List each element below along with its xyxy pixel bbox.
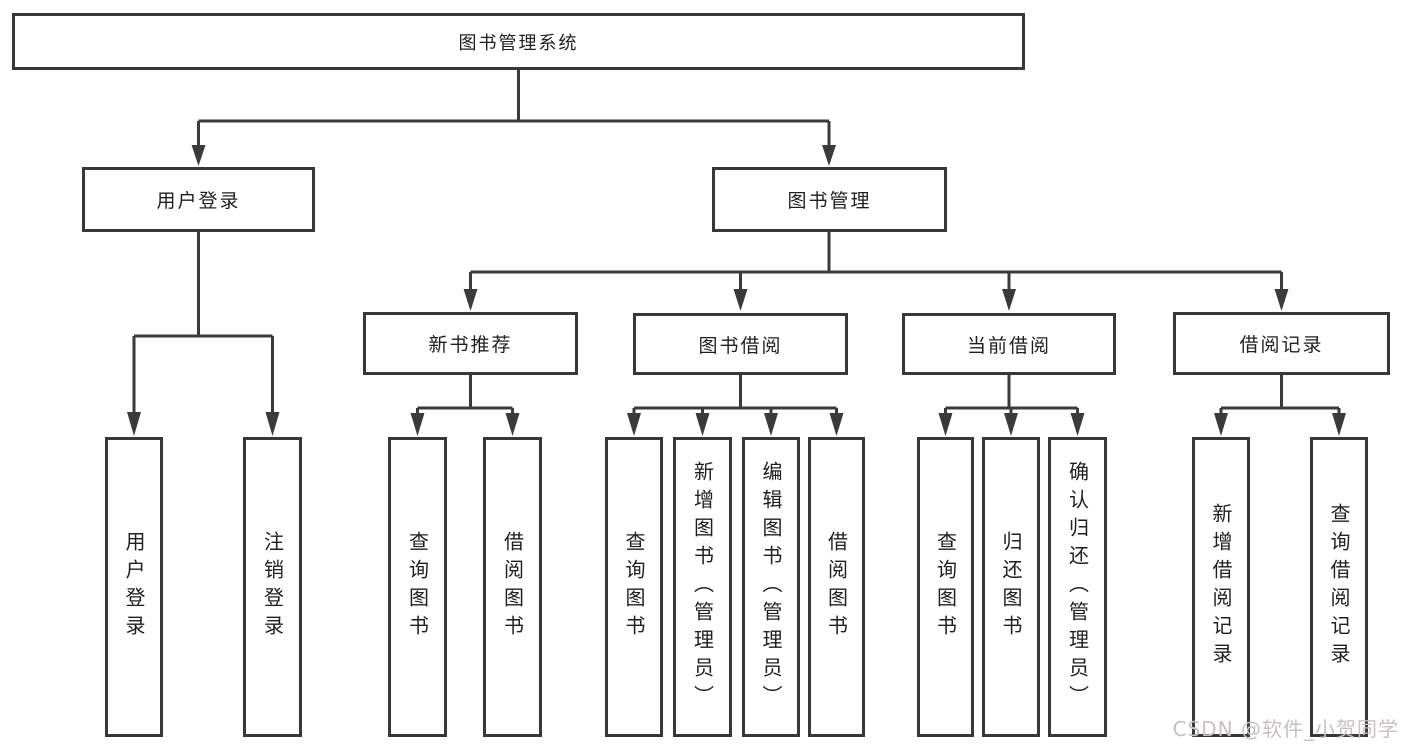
leaf-add-borrow-record: 新增借阅记录 <box>1192 437 1250 737</box>
connector-user-login-to-leaves <box>127 232 280 436</box>
connector-current-to-leaves <box>938 375 1085 436</box>
connector-records-to-leaves <box>1214 375 1346 436</box>
leaf-query-books-new: 查询图书 <box>388 437 447 737</box>
leaf-query-books-borrowing: 查询图书 <box>605 437 663 737</box>
node-borrowing-records: 借阅记录 <box>1173 312 1390 375</box>
node-current-borrowing: 当前借阅 <box>902 313 1116 375</box>
node-user-login: 用户登录 <box>82 167 315 232</box>
leaf-borrow-books-new: 借阅图书 <box>483 437 542 737</box>
connector-book-mgmt-to-level3 <box>463 232 1289 311</box>
node-book-management: 图书管理 <box>712 167 947 232</box>
leaf-user-login: 用户登录 <box>105 437 163 737</box>
leaf-query-borrow-record: 查询借阅记录 <box>1310 437 1368 737</box>
leaf-logout: 注销登录 <box>243 437 302 737</box>
node-library-management-system: 图书管理系统 <box>12 13 1025 70</box>
leaf-edit-books-admin: 编辑图书（管理员） <box>742 437 800 737</box>
leaf-add-books-admin: 新增图书（管理员） <box>673 437 732 737</box>
csdn-watermark: CSDN @软件_小贺同学 <box>1172 717 1399 741</box>
leaf-confirm-return-admin: 确认归还（管理员） <box>1048 437 1107 737</box>
node-book-borrowing: 图书借阅 <box>633 313 848 375</box>
leaf-query-books-current: 查询图书 <box>917 437 974 737</box>
node-new-book-recommend: 新书推荐 <box>363 312 578 375</box>
connector-new-books-to-leaves <box>410 375 520 436</box>
leaf-return-books: 归还图书 <box>982 437 1040 737</box>
connector-borrowing-to-leaves <box>627 375 844 436</box>
connector-root-to-level2 <box>191 70 836 166</box>
leaf-borrow-books: 借阅图书 <box>808 437 865 737</box>
